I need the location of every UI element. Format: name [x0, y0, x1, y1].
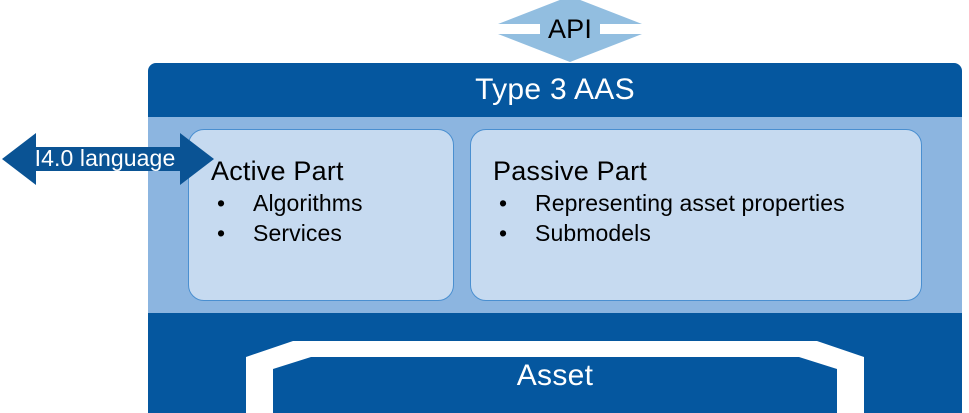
list-item: • Representing asset properties: [493, 188, 921, 218]
active-part-title: Active Part: [211, 156, 344, 186]
i40-language-label: I4.0 language: [34, 145, 176, 171]
aas-header: Type 3 AAS: [148, 63, 962, 117]
api-label: API: [547, 14, 593, 44]
list-item: • Services: [211, 218, 453, 248]
passive-part-panel: Passive Part • Representing asset proper…: [470, 129, 922, 301]
bullet-icon: •: [499, 220, 508, 246]
active-part-list: • Algorithms • Services: [211, 188, 453, 248]
asset-label: Asset: [516, 359, 594, 392]
aas-header-title: Type 3 AAS: [475, 73, 635, 106]
list-item-label: Services: [253, 220, 342, 246]
list-item-label: Representing asset properties: [535, 190, 845, 216]
i40-language-double-arrow-icon: [2, 131, 214, 187]
active-part-panel: Active Part • Algorithms • Services: [188, 129, 454, 301]
type3-aas-container: Type 3 AAS Active Part • Algorithms • Se…: [148, 63, 962, 413]
list-item: • Submodels: [493, 218, 921, 248]
aas-parts-band: Active Part • Algorithms • Services Pass…: [148, 117, 962, 313]
list-item: • Algorithms: [211, 188, 453, 218]
asset-bracket-shape: [148, 313, 962, 413]
bullet-icon: •: [217, 190, 226, 216]
bullet-icon: •: [499, 190, 508, 216]
list-item-label: Algorithms: [253, 190, 363, 216]
passive-part-list: • Representing asset properties • Submod…: [493, 188, 921, 248]
bullet-icon: •: [217, 220, 226, 246]
list-item-label: Submodels: [535, 220, 651, 246]
asset-section: Asset: [148, 313, 962, 413]
api-double-arrow-icon: [498, 0, 642, 62]
passive-part-title: Passive Part: [493, 156, 647, 186]
